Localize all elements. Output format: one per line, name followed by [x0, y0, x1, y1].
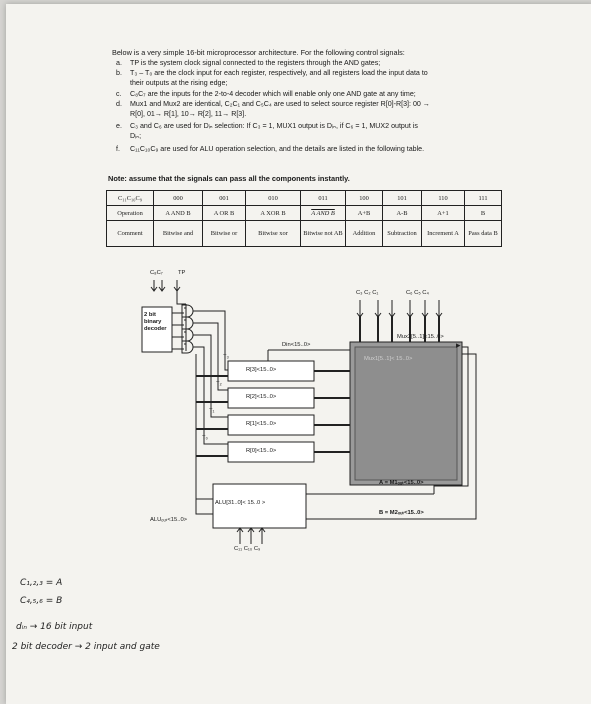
list-marker: f. — [116, 145, 120, 153]
tp-label: TP — [178, 270, 186, 276]
list-text: Dᵢₙ; — [130, 132, 142, 140]
list-marker: b. — [116, 69, 122, 77]
mux2-control-label: C₆ C₅ C₄ — [406, 290, 429, 296]
handwritten-note: dᵢₙ → 16 bit input — [16, 622, 93, 632]
list-text: Mux1 and Mux2 are identical, C₂C₁ and C₅… — [130, 100, 430, 108]
note-text: Note: assume that the signals can pass a… — [108, 174, 350, 183]
handwritten-note: C₄,₅,₆ = B — [20, 596, 63, 606]
register-r1: R[1]<15..0> — [246, 421, 277, 427]
list-text: C₁₁C₁₀C₉ are used for ALU operation sele… — [130, 145, 425, 153]
list-text: C₈C₇ are the inputs for the 2-to-4 decod… — [130, 90, 416, 98]
register-r2: R[2]<15..0> — [246, 394, 277, 400]
table-cell: Bitwise not AB — [300, 220, 346, 247]
b-output-label: B = M2ₒᵤₜ<15..0> — [379, 510, 424, 516]
alu-control-label: C₁₁ C₁₀ C₉ — [234, 546, 261, 552]
a-output-label: A = M1ₒᵤₜ<15..0> — [379, 480, 424, 486]
table-cell: Pass data B — [464, 220, 502, 247]
table-cell: Subtraction — [382, 220, 422, 247]
table-cell: Comment — [106, 220, 154, 247]
list-marker: c. — [116, 90, 122, 98]
mux2-arrow-icon: ▸ — [456, 340, 461, 350]
register-r3: R[3]<15..0> — [246, 367, 277, 373]
clock-t1-label: T₁ — [209, 408, 215, 414]
register-r0: R[0]<15..0> — [246, 448, 277, 454]
nand-label: A AND B — [311, 209, 335, 217]
list-text: T₃ – T₀ are the clock input for each reg… — [130, 69, 428, 77]
list-marker: d. — [116, 100, 122, 108]
alu-control-table: C₁₁C₁₀C₉ 000 001 010 011 100 101 110 111… — [106, 190, 502, 247]
alu-label: ALU[31..0]< 15..0 > — [215, 500, 266, 506]
decoder-label: 2 bit binary decoder — [144, 312, 167, 332]
handwritten-note: 2 bit decoder → 2 input and gate — [12, 642, 160, 652]
table-row: Comment Bitwise and Bitwise or Bitwise x… — [106, 220, 502, 247]
table-row: C₁₁C₁₀C₉ 000 001 010 011 100 101 110 111 — [106, 190, 502, 206]
list-text: their outputs at the rising edge; — [130, 79, 228, 87]
list-marker: e. — [116, 122, 122, 130]
mux1-control-label: C₃ C₂ C₁ — [356, 290, 379, 296]
architecture-diagram: ▸ — [141, 280, 477, 544]
alu-output-label: ALUₒᵤₜ<15..0> — [150, 517, 188, 523]
table-cell: Bitwise xor — [245, 220, 301, 247]
document-page: Below is a very simple 16-bit microproce… — [6, 4, 591, 704]
mux1-label: Mux1[5..1]< 15..0> — [364, 356, 413, 362]
mux2-label: Mux2[5..1]<15..0> — [397, 334, 444, 340]
table-cell: Increment A — [421, 220, 465, 247]
handwritten-note: C₁,₂,₃ = A — [20, 578, 63, 588]
table-cell: Addition — [345, 220, 383, 247]
table-row: Operation A AND B A OR B A XOR B A AND B… — [106, 205, 502, 221]
list-text: C₃ and C₆ are used for Dᵢₙ selection: If… — [130, 122, 418, 130]
intro-text: Below is a very simple 16-bit microproce… — [112, 48, 405, 57]
list-text: TP is the system clock signal connected … — [130, 59, 381, 67]
table-cell: Bitwise or — [202, 220, 246, 247]
clock-t0-label: T₀ — [202, 435, 208, 441]
table-cell: Bitwise and — [153, 220, 203, 247]
clock-t3-label: T₃ — [223, 354, 229, 360]
list-text: R[0], 01→ R[1], 10→ R[2], 11→ R[3]. — [130, 110, 247, 118]
list-marker: a. — [116, 59, 122, 67]
din-label: Din<15..0> — [282, 342, 311, 348]
decoder-inputs-label: C₈C₇ — [150, 270, 163, 276]
clock-t2-label: T₂ — [216, 381, 222, 387]
